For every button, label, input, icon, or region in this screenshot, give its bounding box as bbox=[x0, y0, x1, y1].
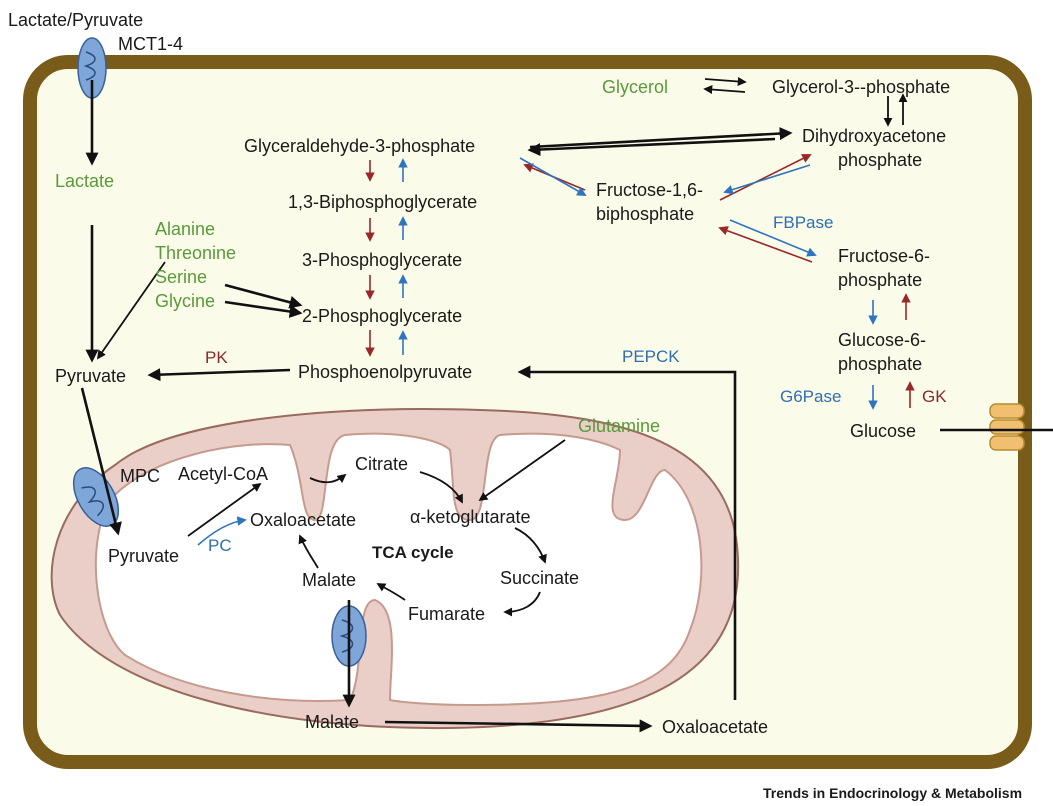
label-malate-mito: Malate bbox=[302, 570, 356, 590]
label-3-phosphoglycerate: 3-Phosphoglycerate bbox=[302, 250, 462, 270]
label-f16bp-line1: Fructose-1,6- bbox=[596, 180, 703, 200]
label-glycerol-3-phosphate: Glycerol-3--phosphate bbox=[772, 77, 950, 97]
label-glutamine: Glutamine bbox=[578, 416, 660, 436]
label-threonine: Threonine bbox=[155, 243, 236, 263]
label-acetyl-coa: Acetyl-CoA bbox=[178, 464, 268, 484]
label-lactate: Lactate bbox=[55, 171, 114, 191]
label-enzyme-pc: PC bbox=[208, 536, 232, 555]
label-f16bp-line2: biphosphate bbox=[596, 204, 694, 224]
label-f6p-line1: Fructose-6- bbox=[838, 246, 930, 266]
label-lactate-pyruvate: Lactate/Pyruvate bbox=[8, 10, 143, 30]
mpc-transporter-icon bbox=[72, 467, 120, 527]
label-mpc: MPC bbox=[120, 466, 160, 486]
channel-icon bbox=[989, 403, 1025, 451]
label-g6p-line2: phosphate bbox=[838, 354, 922, 374]
label-enzyme-pepck: PEPCK bbox=[622, 347, 680, 366]
label-alpha-ketoglutarate: α-ketoglutarate bbox=[410, 507, 530, 527]
label-phosphoenolpyruvate: Phosphoenolpyruvate bbox=[298, 362, 472, 382]
label-oxaloacetate-mito: Oxaloacetate bbox=[250, 510, 356, 530]
label-citrate: Citrate bbox=[355, 454, 408, 474]
label-f6p-line2: phosphate bbox=[838, 270, 922, 290]
label-oxaloacetate-cytosol: Oxaloacetate bbox=[662, 717, 768, 737]
label-pyruvate-cytosol: Pyruvate bbox=[55, 366, 126, 386]
arrows-glycolytic-red bbox=[365, 154, 915, 408]
label-g6p-line1: Glucose-6- bbox=[838, 330, 926, 350]
label-succinate: Succinate bbox=[500, 568, 579, 588]
label-alanine: Alanine bbox=[155, 219, 215, 239]
label-enzyme-fbpase: FBPase bbox=[773, 213, 833, 232]
label-glyceraldehyde-3-phosphate: Glyceraldehyde-3-phosphate bbox=[244, 136, 475, 156]
arrows-gluconeogenic-blue bbox=[197, 157, 878, 546]
figure-credit: Trends in Endocrinology & Metabolism bbox=[763, 785, 1022, 801]
label-enzyme-pk: PK bbox=[205, 348, 228, 367]
label-dhap-line1: Dihydroxyacetone bbox=[802, 126, 946, 146]
label-dhap-line2: phosphate bbox=[838, 150, 922, 170]
label-glycerol: Glycerol bbox=[602, 77, 668, 97]
label-glucose: Glucose bbox=[850, 421, 916, 441]
label-2-phosphoglycerate: 2-Phosphoglycerate bbox=[302, 306, 462, 326]
label-enzyme-gk: GK bbox=[922, 387, 947, 406]
label-serine: Serine bbox=[155, 267, 207, 287]
label-pyruvate-mito: Pyruvate bbox=[108, 546, 179, 566]
label-malate-cytosol: Malate bbox=[305, 712, 359, 732]
label-enzyme-g6pase: G6Pase bbox=[780, 387, 841, 406]
arrows-black bbox=[80, 76, 1053, 733]
label-1-3-biphosphoglycerate: 1,3-Biphosphoglycerate bbox=[288, 192, 477, 212]
mitochondrion-inner-membrane bbox=[94, 432, 703, 707]
label-tca-cycle: TCA cycle bbox=[372, 543, 454, 562]
label-fumarate: Fumarate bbox=[408, 604, 485, 624]
label-glycine: Glycine bbox=[155, 291, 215, 311]
label-mct: MCT1-4 bbox=[118, 34, 183, 54]
mitochondrion bbox=[50, 408, 740, 730]
